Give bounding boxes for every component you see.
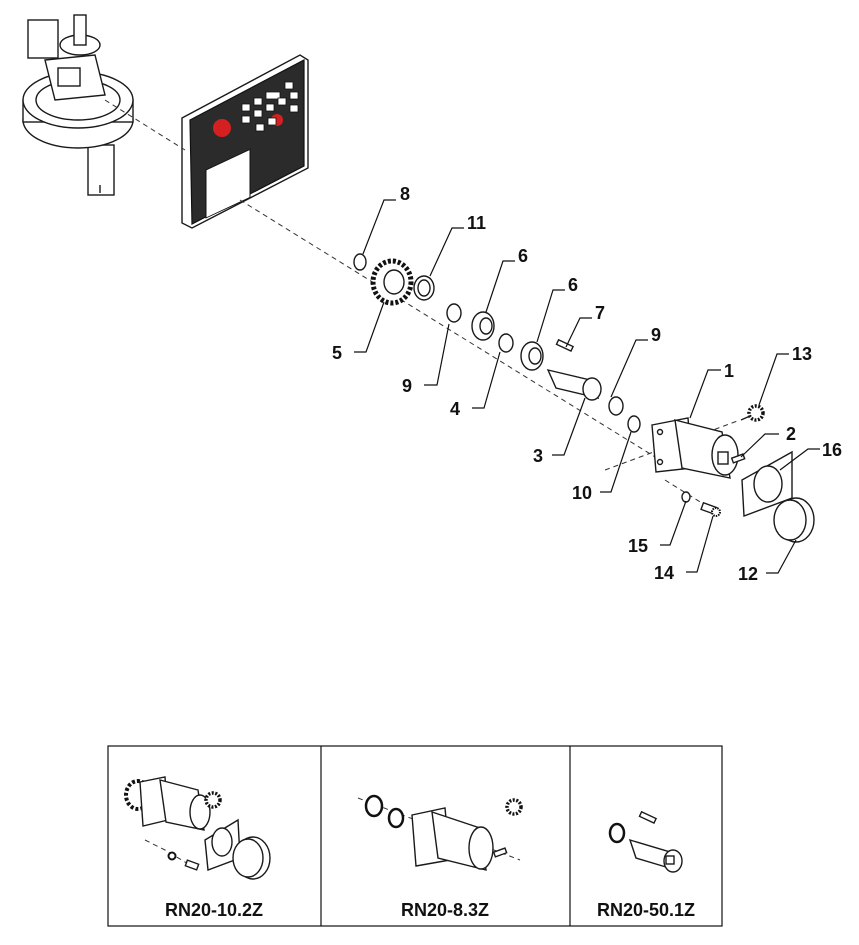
part-11-washer — [413, 275, 435, 301]
callout-7: 7 — [595, 303, 605, 323]
part-9-retaining-ring-b — [608, 396, 624, 416]
kit-label-2: RN20-8.3Z — [401, 900, 489, 920]
kit-3-thumbnail — [608, 810, 683, 873]
callout-14: 14 — [654, 563, 674, 583]
part-10-o-ring — [627, 415, 641, 433]
kit-1-thumbnail — [124, 776, 271, 880]
part-1-housing — [651, 417, 739, 479]
part-12-cover — [773, 497, 815, 543]
part-3-shaft — [546, 368, 602, 401]
part-8-snap-ring — [353, 253, 367, 271]
part-13-knob — [740, 404, 765, 422]
kit-table: RN20-10.2Z RN20-8.3Z RN20-50.1Z — [107, 745, 723, 927]
callout-9b: 9 — [402, 376, 412, 396]
part-15-washer — [681, 491, 691, 503]
assembly-axis-4 — [664, 479, 706, 506]
callout-5: 5 — [332, 343, 342, 363]
part-9-retaining-ring — [446, 303, 462, 323]
callout-13: 13 — [792, 344, 812, 364]
callout-6b: 6 — [568, 275, 578, 295]
callout-2: 2 — [786, 424, 796, 444]
callout-numbers: 8 11 6 6 7 9 5 9 4 1 13 2 16 3 10 15 14 … — [332, 184, 842, 584]
assembly-axis-2 — [239, 199, 661, 461]
kit-label-3: RN20-50.1Z — [597, 900, 695, 920]
callout-10: 10 — [572, 483, 592, 503]
callout-8: 8 — [400, 184, 410, 204]
callout-1: 1 — [724, 361, 734, 381]
callout-6a: 6 — [518, 246, 528, 266]
kit-2-thumbnail — [357, 794, 523, 871]
part-16-gasket — [741, 450, 793, 517]
pump-body — [22, 14, 134, 196]
callout-3: 3 — [533, 446, 543, 466]
assembly-axis-3 — [604, 419, 741, 471]
leader-lines — [354, 199, 820, 574]
callout-16: 16 — [822, 440, 842, 460]
part-6-bearing-b — [520, 341, 544, 371]
kit-label-1: RN20-10.2Z — [165, 900, 263, 920]
callout-12: 12 — [738, 564, 758, 584]
control-panel — [181, 54, 309, 229]
callout-11: 11 — [467, 213, 486, 233]
part-4-spacer — [498, 333, 514, 353]
callout-9a: 9 — [651, 325, 661, 345]
assembly-axis — [104, 99, 186, 151]
part-14-screw — [700, 501, 721, 517]
callout-15: 15 — [628, 536, 648, 556]
part-7-key — [555, 338, 575, 353]
part-5-impeller — [370, 258, 414, 306]
callout-4: 4 — [450, 399, 460, 419]
part-6-bearing-a — [471, 311, 495, 341]
